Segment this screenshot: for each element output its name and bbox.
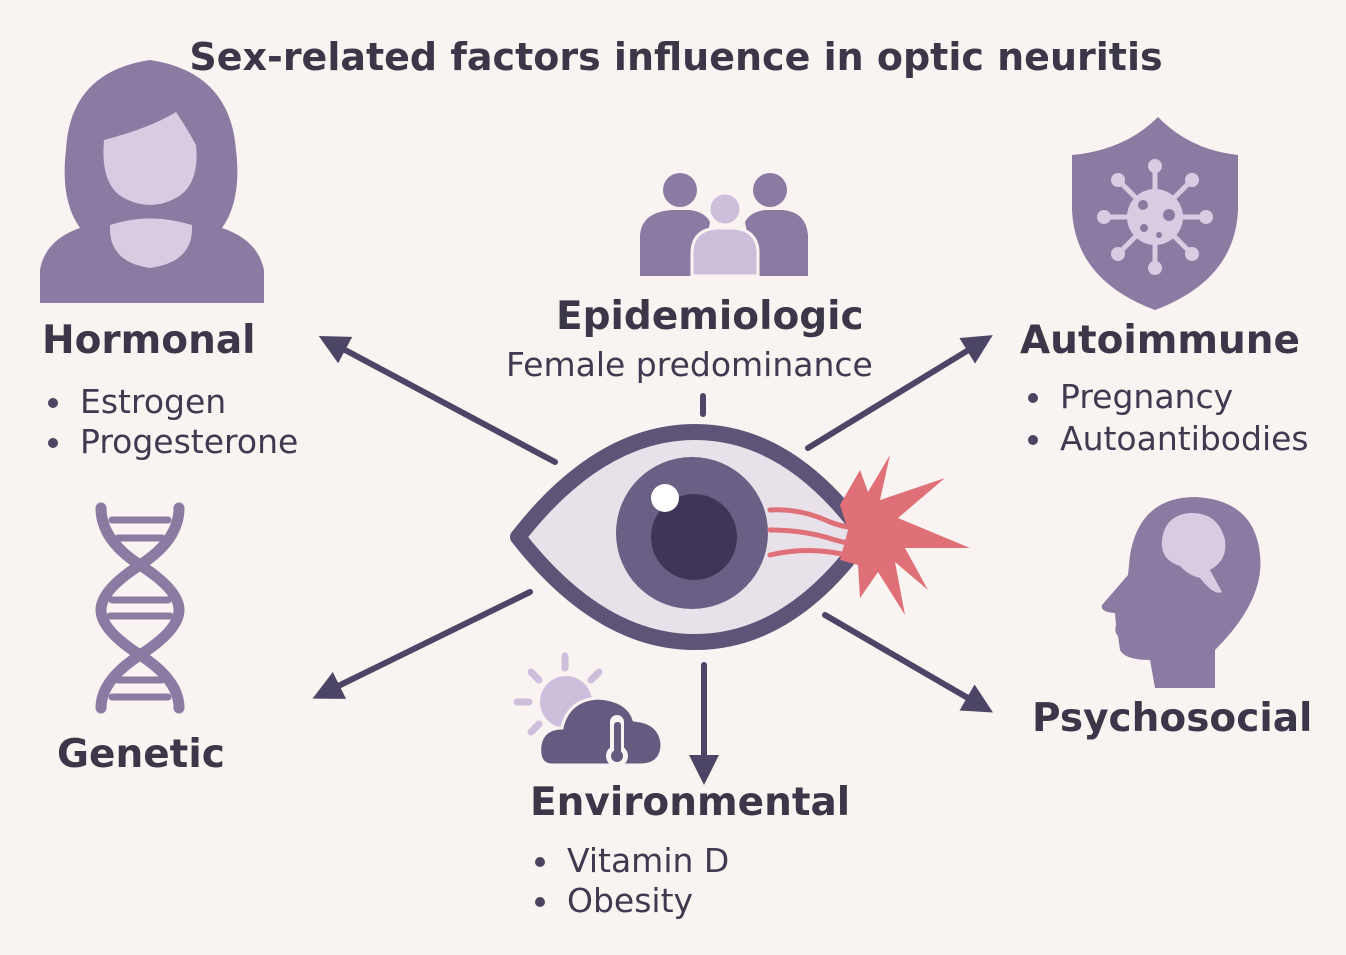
genetic-heading: Genetic [57, 732, 225, 777]
arrow-to-psychosocial [822, 612, 993, 713]
list-item: Progesterone [48, 422, 298, 462]
weather-thermometer-icon [513, 652, 664, 767]
autoimmune-list: Pregnancy Autoantibodies [1028, 377, 1309, 459]
arrows [312, 335, 993, 785]
list-item: Obesity [535, 881, 729, 921]
diagram-title: Sex-related factors influence in optic n… [189, 35, 1163, 79]
head-brain-icon [1101, 497, 1261, 688]
epidemiologic-subtitle: Female predominance [506, 345, 873, 384]
psychosocial-heading: Psychosocial [1032, 696, 1313, 741]
epidemiologic-heading: Epidemiologic [556, 294, 864, 339]
eye-with-inflamed-optic-nerve-icon [510, 424, 970, 650]
autoimmune-heading: Autoimmune [1020, 318, 1301, 363]
environmental-heading: Environmental [530, 780, 851, 825]
arrow-to-genetic [312, 589, 533, 699]
environmental-list: Vitamin D Obesity [535, 841, 729, 921]
list-item: Autoantibodies [1028, 419, 1309, 459]
list-item: Vitamin D [535, 841, 729, 881]
shield-virus-icon [1072, 117, 1238, 310]
people-group-icon [640, 173, 808, 278]
hormonal-heading: Hormonal [42, 318, 256, 363]
arrow-to-hormonal [318, 335, 558, 465]
dna-icon [95, 502, 185, 714]
hormonal-list: Estrogen Progesterone [48, 382, 298, 462]
arrow-to-autoimmune [805, 335, 993, 451]
woman-avatar-icon [40, 60, 264, 303]
list-item: Pregnancy [1028, 377, 1309, 417]
list-item: Estrogen [48, 382, 298, 422]
